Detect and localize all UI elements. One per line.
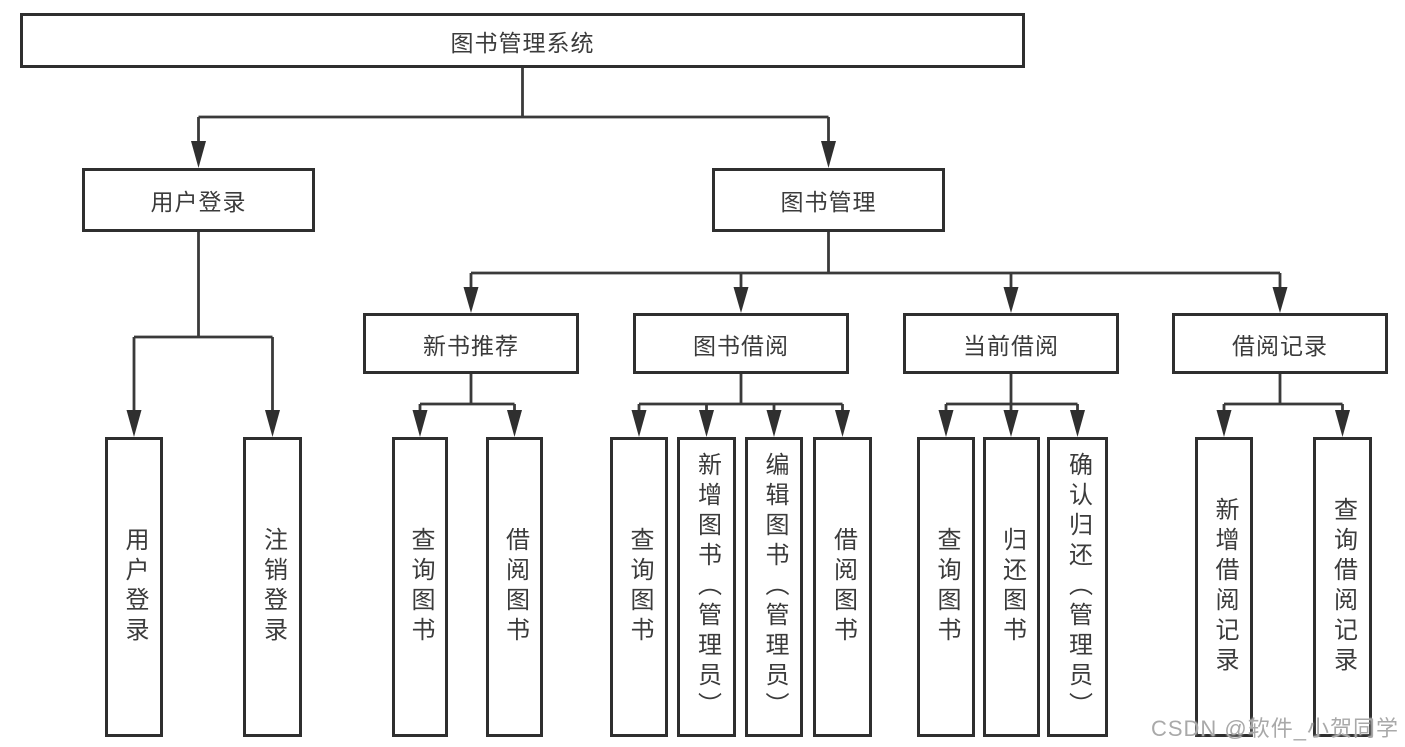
node-borrow-records: 借阅记录 — [1172, 313, 1388, 374]
leaf-current-return-books-label: 归还图书 — [998, 527, 1026, 647]
node-book-borrow: 图书借阅 — [633, 313, 849, 374]
leaf-borrow-add-books-admin-label: 新增图书（管理员） — [693, 452, 721, 722]
connector-records-to-leaves — [1222, 374, 1344, 414]
leaf-borrow-edit-books-admin-label: 编辑图书（管理员） — [761, 452, 788, 722]
connector-borrow-to-leaves — [637, 374, 844, 414]
connector-login-to-leaves — [132, 232, 274, 414]
leaf-records-query-record-label: 查询借阅记录 — [1329, 497, 1357, 677]
leaf-recommend-borrow-books-label: 借阅图书 — [501, 527, 529, 647]
node-root-label: 图书管理系统 — [450, 29, 595, 56]
arrowheads — [126, 141, 1350, 437]
node-book-management-label: 图书管理 — [780, 189, 877, 215]
node-current-borrow-label: 当前借阅 — [963, 332, 1059, 359]
node-user-login-label: 用户登录 — [150, 189, 247, 215]
connector-current-to-leaves — [944, 374, 1079, 414]
leaf-current-query-books: 查询图书 — [917, 437, 975, 737]
leaf-records-add-record-label: 新增借阅记录 — [1211, 497, 1238, 677]
node-new-book-recommend-label: 新书推荐 — [423, 332, 519, 359]
leaf-current-return-books: 归还图书 — [983, 437, 1040, 737]
leaf-current-query-books-label: 查询图书 — [933, 527, 960, 647]
leaf-borrow-query-books: 查询图书 — [610, 437, 668, 737]
leaf-borrow-borrow-books: 借阅图书 — [813, 437, 872, 737]
connector-management-to-level3 — [469, 232, 1282, 290]
leaf-recommend-query-books-label: 查询图书 — [407, 527, 434, 647]
node-book-borrow-label: 图书借阅 — [693, 332, 789, 359]
leaf-user-login-label: 用户登录 — [121, 527, 148, 647]
leaf-borrow-edit-books-admin: 编辑图书（管理员） — [745, 437, 803, 737]
watermark: CSDN @软件_小贺同学 — [1150, 716, 1399, 741]
leaf-borrow-query-books-label: 查询图书 — [626, 527, 653, 647]
leaf-user-login: 用户登录 — [105, 437, 163, 737]
node-borrow-records-label: 借阅记录 — [1232, 332, 1328, 359]
node-new-book-recommend: 新书推荐 — [363, 313, 579, 374]
leaf-current-confirm-return-admin: 确认归还（管理员） — [1047, 437, 1108, 737]
leaf-recommend-query-books: 查询图书 — [392, 437, 448, 737]
leaf-logout-label: 注销登录 — [259, 527, 287, 647]
leaf-current-confirm-return-admin-label: 确认归还（管理员） — [1064, 452, 1092, 722]
leaf-records-add-record: 新增借阅记录 — [1195, 437, 1253, 737]
leaf-borrow-add-books-admin: 新增图书（管理员） — [677, 437, 736, 737]
node-user-login: 用户登录 — [82, 168, 315, 232]
leaf-logout: 注销登录 — [243, 437, 302, 737]
leaf-recommend-borrow-books: 借阅图书 — [486, 437, 543, 737]
leaf-borrow-borrow-books-label: 借阅图书 — [829, 527, 857, 647]
connector-recommend-to-leaves — [418, 374, 516, 414]
node-current-borrow: 当前借阅 — [903, 313, 1119, 374]
node-book-management: 图书管理 — [712, 168, 945, 232]
node-root: 图书管理系统 — [20, 13, 1025, 68]
leaf-records-query-record: 查询借阅记录 — [1313, 437, 1372, 737]
connector-root-to-level2 — [197, 68, 830, 145]
